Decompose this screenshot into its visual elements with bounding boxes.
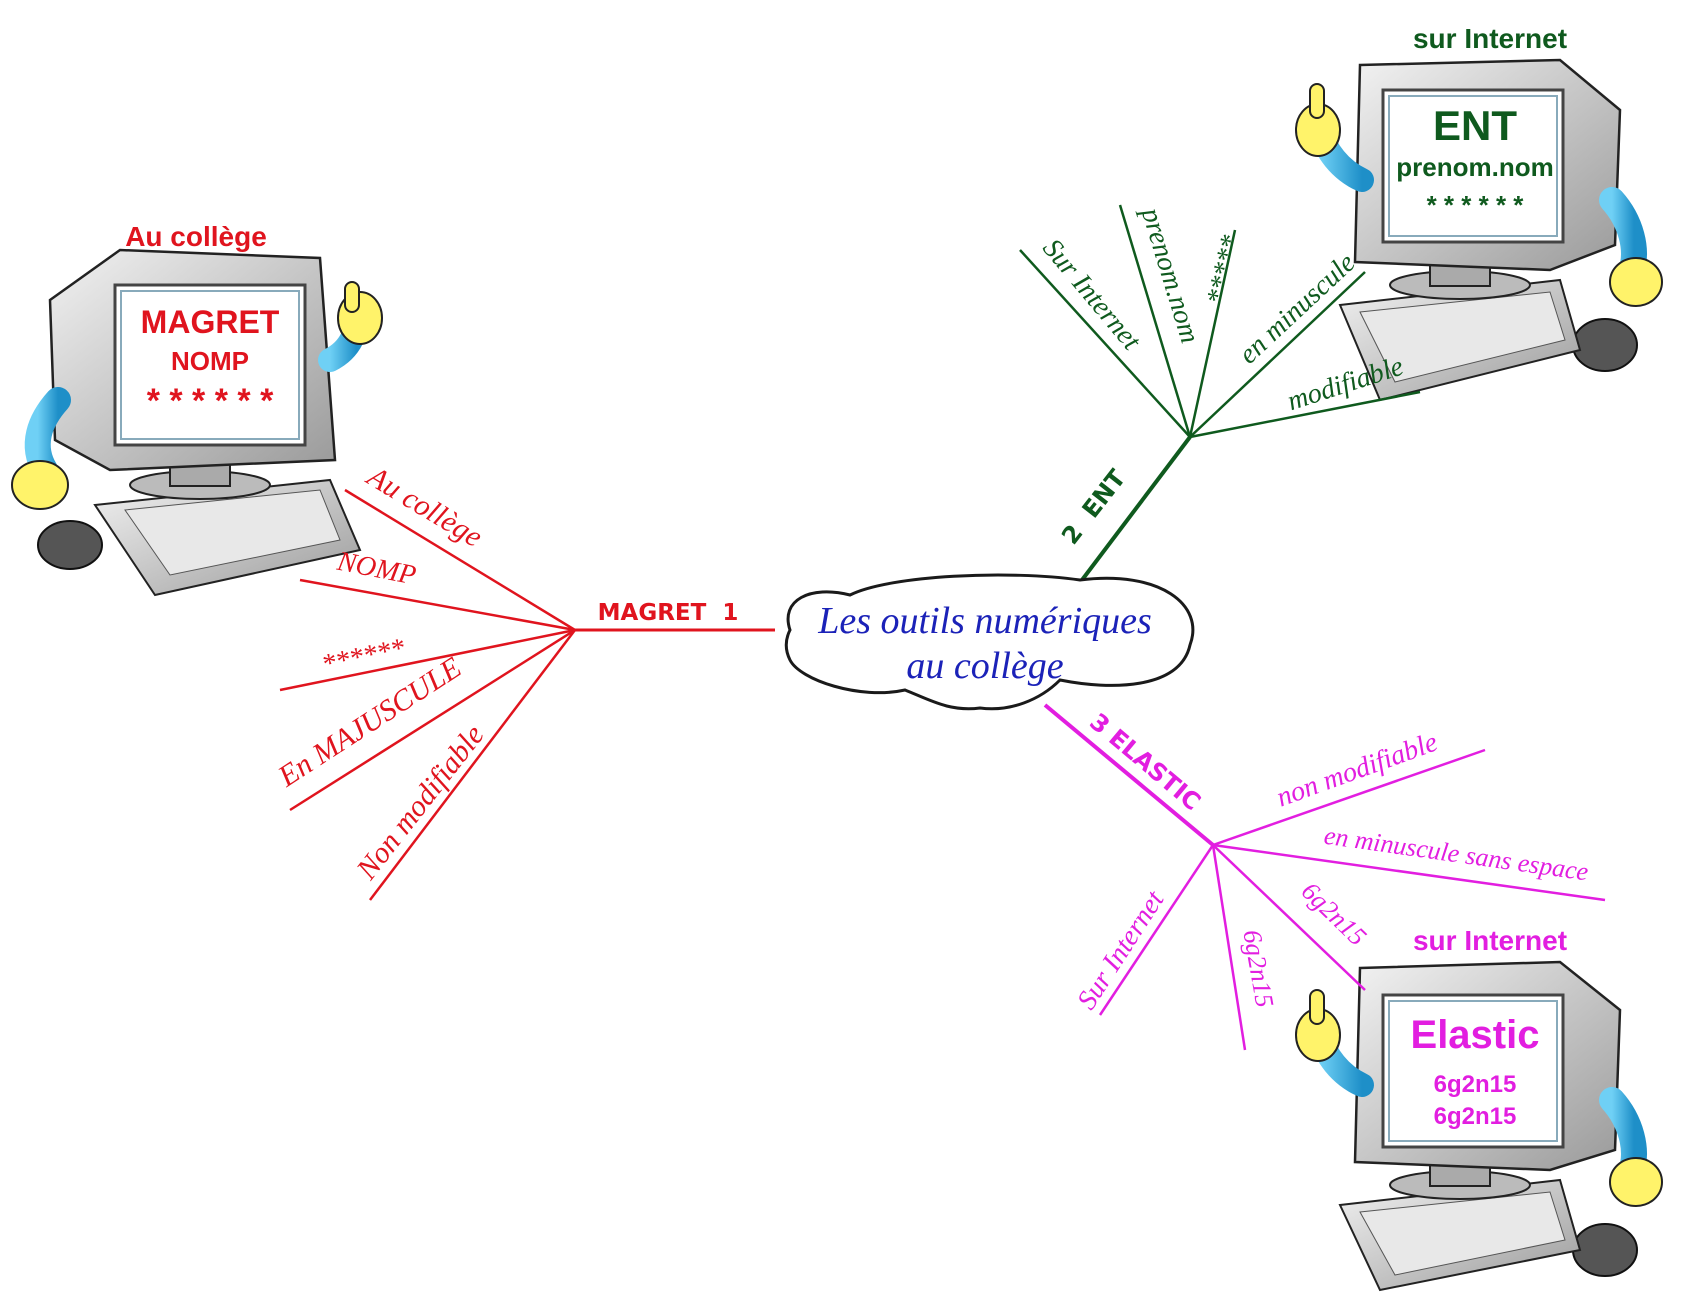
elastic-screen-line1: Elastic [1411, 1013, 1540, 1057]
magret-branch [279, 488, 775, 901]
elastic-leaf-label: 6g2n15 [1296, 876, 1372, 951]
computer-mascot-icon [1295, 960, 1663, 1292]
elastic-leaf-label: Sur Internet [1071, 884, 1171, 1015]
ent-leaf-label: Sur Internet [1036, 233, 1147, 357]
magret-screen-line2: NOMP [171, 346, 249, 376]
elastic-computer-caption: sur Internet [1413, 925, 1567, 956]
ent-leaf-line [1189, 390, 1421, 439]
center-cloud [784, 573, 1195, 711]
ent-screen-line2: prenom.nom [1396, 152, 1553, 182]
ent-leaf-line [1019, 249, 1191, 438]
magret-computer: Au collège MAGRET NOMP * * * * * * [11, 221, 383, 597]
ent-leaf-label: ***** [1201, 232, 1247, 307]
ent-leaf-line [1118, 204, 1192, 438]
magret-computer-caption: Au collège [125, 221, 267, 252]
magret-branch-label: MAGRET 1 [598, 600, 739, 626]
ent-leaf-line [1189, 271, 1366, 438]
ent-screen-line3: * * * * * * [1427, 190, 1525, 220]
elastic-leaf-line [1211, 844, 1247, 1051]
elastic-leaf-line [1212, 843, 1606, 902]
elastic-computer: sur Internet Elastic 6g2n15 6g2n15 [1295, 925, 1663, 1292]
ent-main-line [1080, 435, 1192, 582]
elastic-branch [1043, 703, 1606, 1051]
ent-leaf-label: prenom.nom [1134, 202, 1205, 347]
center-title-line2: au collège [906, 645, 1063, 687]
elastic-leaf-line [1098, 844, 1215, 1016]
elastic-leaf-line [1212, 748, 1486, 847]
ent-leaf-line [1188, 229, 1237, 438]
elastic-leaf-label: 6g2n15 [1237, 928, 1279, 1010]
computer-mascot-icon [11, 248, 383, 597]
elastic-screen-line2: 6g2n15 [1434, 1071, 1517, 1098]
elastic-screen-line3: 6g2n15 [1434, 1103, 1517, 1130]
ent-screen-line1: ENT [1433, 102, 1517, 149]
ent-branch-label: 2 ENT [1056, 464, 1132, 550]
elastic-branch-label: 3 ELASTIC [1084, 708, 1206, 817]
ent-branch [1019, 204, 1421, 582]
magret-leaf-line [344, 488, 576, 632]
magret-leaf-line [289, 628, 576, 812]
magret-leaf-label: Non modifiable [350, 719, 491, 887]
ent-computer: sur Internet ENT prenom.nom * * * * * * [1295, 23, 1663, 402]
computer-mascot-icon [1295, 58, 1663, 402]
magret-leaf-label: NOMP [334, 546, 419, 592]
elastic-leaf-label: non modifiable [1272, 727, 1441, 814]
center-title-line1: Les outils numériques [817, 600, 1152, 642]
elastic-leaf-line [1212, 844, 1366, 991]
magret-leaf-label: Au collège [360, 459, 488, 554]
magret-leaf-line [369, 629, 576, 901]
magret-leaf-line [279, 628, 576, 692]
magret-leaf-line [299, 578, 576, 632]
elastic-leaf-label: en minuscule sans espace [1322, 821, 1590, 887]
center-node: Les outils numériques au collège [784, 573, 1195, 711]
magret-screen-line1: MAGRET [141, 304, 280, 340]
ent-computer-caption: sur Internet [1413, 23, 1567, 54]
elastic-main-line [1043, 703, 1215, 847]
magret-screen-line3: * * * * * * [147, 382, 274, 420]
